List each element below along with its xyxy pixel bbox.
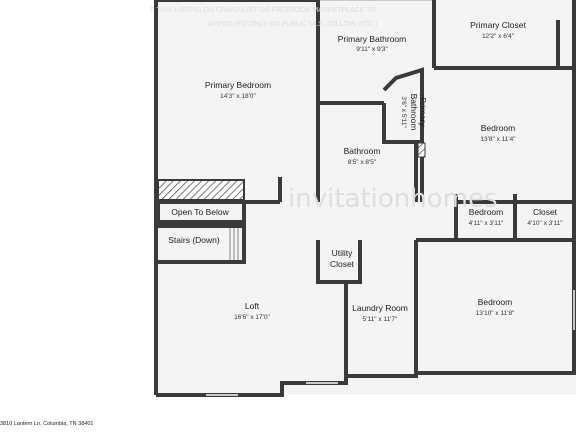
primary-closet-dims: 12'2" x 6'4"	[482, 33, 515, 40]
primary-bathroom-label: Primary Bathroom	[338, 34, 407, 44]
chimney-block	[157, 179, 245, 201]
closet-dims: 4'10" x 3'11"	[527, 220, 563, 227]
closet-label: Closet	[533, 207, 558, 217]
laundry-room-label: Laundry Room	[352, 303, 408, 313]
bedroom-bottom-dims: 13'10" x 11'8"	[476, 310, 515, 317]
bedroom-right-dims: 13'8" x 11'4"	[480, 136, 516, 143]
stairs-treads	[229, 228, 239, 260]
bedroom-right-label: Bedroom	[481, 123, 516, 133]
primary-closet-label: Primary Closet	[470, 20, 526, 30]
bathroom-dims: 8'5" x 8'5"	[348, 159, 377, 166]
bedroom-small-dims: 4'11" x 3'11"	[469, 220, 504, 227]
bedroom-small-label: Bedroom	[469, 207, 504, 217]
watermark-line-1: E THIS LISTING ON CRAIGSLIST OR FACEBOOK…	[150, 7, 376, 14]
watermark-line-2: APPROVED ONLY ON PUBLIC MLS. (ZILLOW, ET…	[208, 21, 377, 28]
stairs-label: Stairs (Down)	[168, 235, 220, 245]
bathroom-label: Bathroom	[344, 146, 381, 156]
loft-label: Loft	[245, 301, 260, 311]
laundry-room-dims: 5'11" x 11'7"	[363, 316, 398, 323]
windows	[206, 0, 575, 396]
primary-bedroom-dims: 14'3" x 18'0"	[220, 93, 256, 100]
primary-bathroom-small-label-2: Bathroom	[409, 94, 419, 131]
loft-dims: 16'6" x 17'0"	[234, 314, 270, 321]
shaft-block	[417, 142, 426, 158]
bedroom-bottom-label: Bedroom	[478, 297, 513, 307]
primary-bedroom-label: Primary Bedroom	[205, 80, 271, 90]
open-to-below-label: Open To Below	[171, 207, 229, 217]
primary-bathroom-small-label-1: Primary	[418, 97, 428, 127]
utility-closet-label-2: Closet	[330, 259, 355, 269]
primary-bathroom-dims: 9'11" x 9'3"	[356, 46, 388, 53]
utility-closet-label-1: Utility	[332, 248, 354, 258]
address-text: 3810 Lantern Ln, Columbia, TN 38401	[0, 421, 93, 427]
primary-bathroom-small-dims: 3'6" x 5'11"	[400, 96, 407, 128]
watermark-brand: invitationhomes	[288, 184, 498, 214]
walls	[154, 0, 576, 397]
